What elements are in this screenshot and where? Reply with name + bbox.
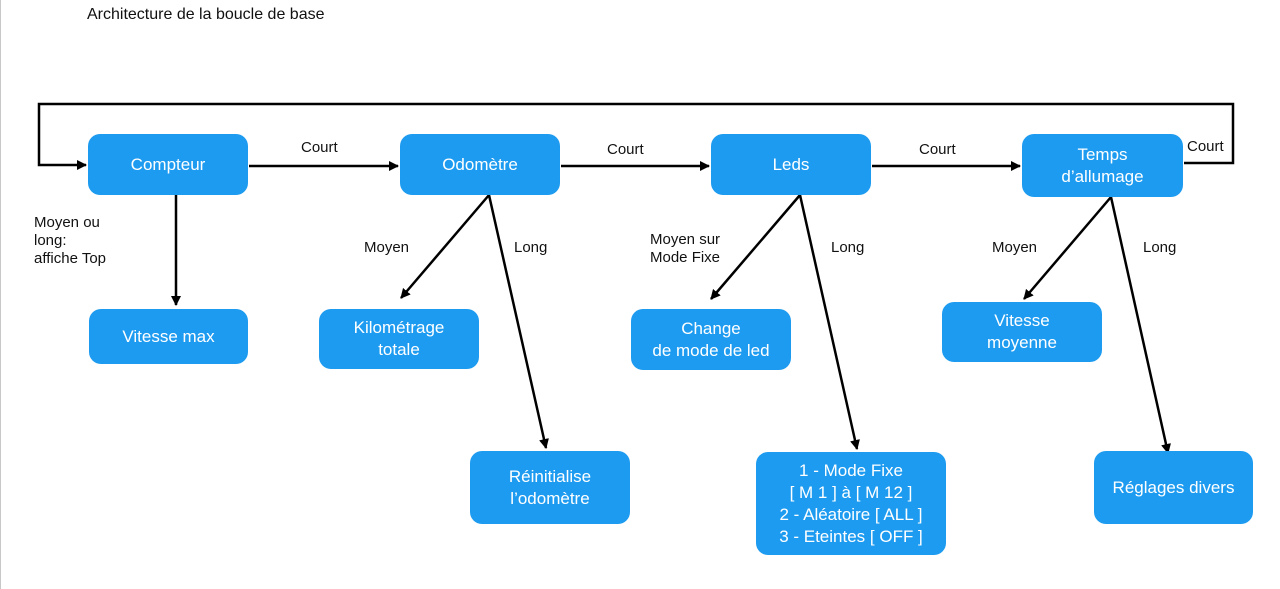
edge-label-court: Court [301, 139, 338, 156]
edge-label-leds-moyen: Moyen sur Mode Fixe [650, 231, 721, 266]
edge-label-court: Court [607, 141, 644, 158]
arrow-odometre-kilometrage [400, 194, 490, 299]
node-leds: Leds [711, 134, 871, 195]
edge-label-court: Court [1187, 138, 1224, 155]
arrow-odometre-reinitialise [487, 194, 549, 449]
arrow-temps-reglages [1109, 196, 1171, 454]
node-vitesse-moyenne: Vitesse moyenne [942, 302, 1102, 362]
node-temps-allumage: Temps d’allumage [1022, 134, 1183, 197]
arrow-temps-vitesse-moyenne [1023, 196, 1112, 300]
node-modes-list: 1 - Mode Fixe [ M 1 ] à [ M 12 ] 2 - Alé… [756, 452, 946, 555]
node-change-mode-led: Change de mode de led [631, 309, 791, 370]
edge-label-temps-moyen: Moyen [992, 239, 1038, 256]
arrow-leds-modes-list [798, 194, 860, 450]
edge-label-temps-long: Long [1143, 239, 1177, 256]
node-reglages-divers: Réglages divers [1094, 451, 1253, 524]
edge-label-odometre-moyen: Moyen [364, 239, 410, 256]
edge-label-compteur-moyen-long: Moyen ou long: affiche Top [34, 214, 107, 267]
edge-label-odometre-long: Long [514, 239, 548, 256]
arrow-leds-change-mode [710, 194, 801, 300]
loop-back-arrow [37, 102, 1235, 170]
edge-label-leds-long: Long [831, 239, 865, 256]
node-compteur: Compteur [88, 134, 248, 195]
node-reinitialise-odometre: Réinitialise l’odomètre [470, 451, 630, 524]
node-vitesse-max: Vitesse max [89, 309, 248, 364]
node-odometre: Odomètre [400, 134, 560, 195]
edge-label-court: Court [919, 141, 956, 158]
page-left-border [0, 0, 1, 589]
node-kilometrage-totale: Kilométrage totale [319, 309, 479, 369]
diagram-title: Architecture de la boucle de base [87, 6, 325, 23]
